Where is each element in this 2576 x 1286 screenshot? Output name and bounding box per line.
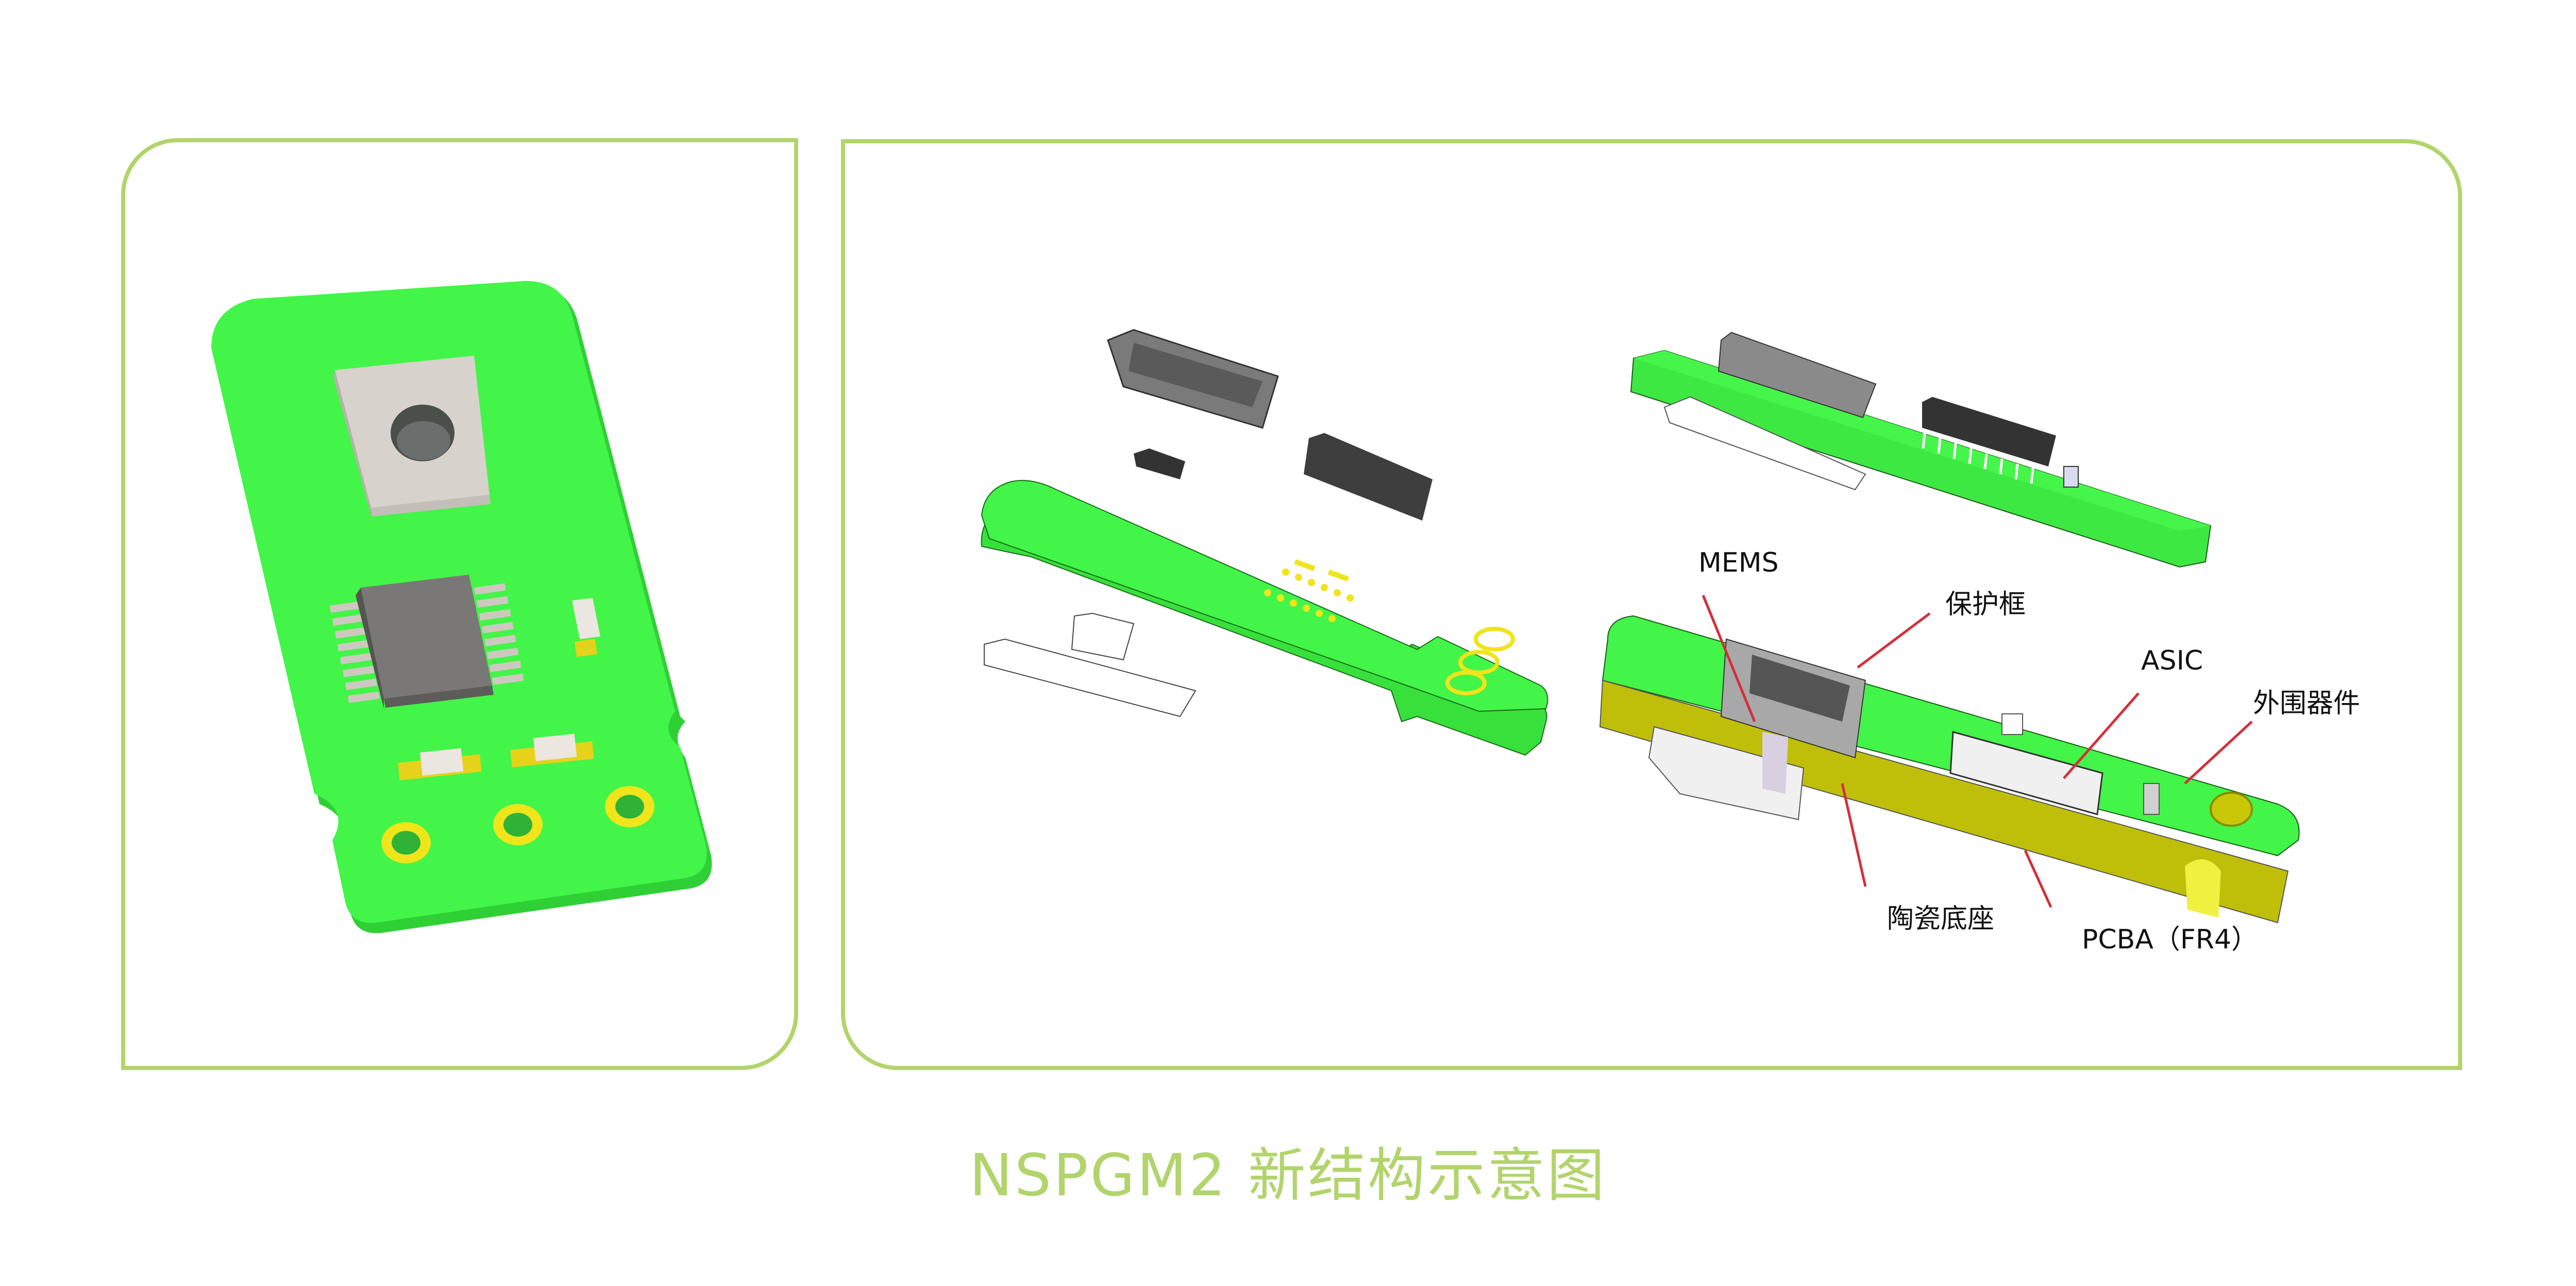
label-asic: ASIC: [2141, 645, 2203, 676]
figure-caption: NSPGM2 新结构示意图: [969, 1142, 1607, 1209]
mems-cap-icon: [334, 356, 491, 516]
cross-section-view-illustration: [1599, 615, 2300, 924]
through-hole-pad-icon: [381, 786, 654, 863]
smd-resistor-icon: [572, 598, 600, 657]
smd-capacitor-icon: [398, 748, 482, 780]
label-pcba-fr4: PCBA（FR4）: [2082, 924, 2259, 955]
label-protective-frame: 保护框: [1945, 589, 2026, 620]
label-mems: MEMS: [1698, 547, 1779, 578]
assembled-view-illustration: [1630, 331, 2212, 568]
callout-leader-lines: [1702, 595, 2253, 908]
smd-capacitor-icon: [510, 733, 594, 767]
asic-chip-icon: [330, 575, 524, 709]
exploded-view-illustration: [981, 329, 1548, 756]
label-ceramic-base: 陶瓷底座: [1887, 904, 1995, 934]
right-panel-frame: [841, 139, 2462, 1070]
label-peripheral-components: 外围器件: [2253, 688, 2361, 719]
